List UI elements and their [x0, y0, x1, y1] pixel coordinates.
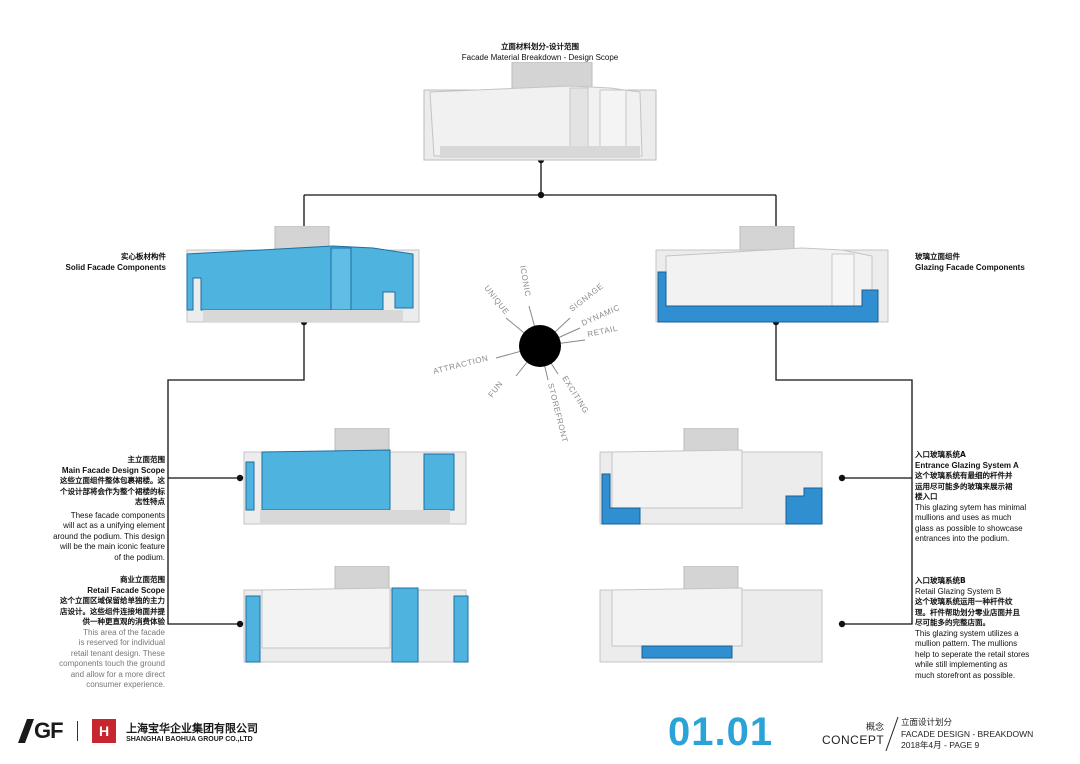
main-facade-desc-en-3: around the podium. This design — [53, 531, 165, 541]
date-page: 2018年4月 - PAGE 9 — [901, 740, 980, 750]
entrance-caption: 入口玻璃系统A Entrance Glazing System A 这个玻璃系统… — [915, 450, 1065, 545]
top-title-en: Facade Material Breakdown - Design Scope — [461, 52, 619, 62]
main-facade-desc-en-1: These facade components — [70, 510, 165, 520]
entrance-desc-en-4: entrances into the podium. — [915, 534, 1010, 543]
solid-title-en: Solid Facade Components — [65, 262, 166, 272]
gf-slash-icon — [18, 719, 34, 743]
retail-facade-desc-zh-3: 供一种更直观的消费体验 — [82, 617, 166, 626]
retail-facade-caption: 商业立面范围 Retail Facade Scope 这个立面区域保留给单独的主… — [22, 575, 165, 691]
retail-facade-desc-en-4: components touch the ground — [59, 659, 165, 668]
entrance-title-zh: 入口玻璃系统A — [915, 450, 966, 459]
concept-word: RETAIL — [587, 324, 619, 339]
section-label-zh: 立面设计划分 — [901, 718, 953, 728]
main-facade-title-zh: 主立面范围 — [127, 455, 166, 464]
entrance-title-en: Entrance Glazing System A — [915, 460, 1019, 470]
concept-word: SIGNAGE — [568, 281, 606, 313]
building-retail-facade — [243, 566, 469, 663]
entrance-desc-en-2: mullions and uses as much — [915, 513, 1012, 522]
retail-glazing-desc-en-2: mullion pattern. The mullions — [915, 639, 1018, 648]
retail-facade-desc-en-3: retail tenant design. These — [70, 648, 165, 658]
retail-glazing-desc-en-5: much storefront as possible. — [915, 670, 1016, 680]
concept-wheel: ICONIC UNIQUE SIGNAGE DYNAMIC RETAIL ATT… — [432, 265, 621, 444]
concept-hub — [519, 325, 561, 367]
building-main-facade — [243, 428, 467, 525]
retail-facade-desc-en-1: This area of the facade — [83, 627, 165, 637]
main-facade-desc-en-2: will act as a unifying element — [63, 521, 165, 530]
concept-label: 概念 CONCEPT — [822, 720, 884, 747]
solid-caption: 实心板材构件 Solid Facade Components — [24, 252, 166, 273]
main-facade-desc-en-5: of the podium. — [114, 552, 165, 562]
top-title-zh: 立面材料划分-设计范围 — [500, 42, 580, 51]
concept-word: FUN — [486, 379, 504, 399]
entrance-desc-zh-2: 运用尽可能多的玻璃来展示裙 — [915, 481, 1013, 491]
gf-logo: GF — [18, 718, 64, 744]
entrance-desc-zh-1: 这个玻璃系统有最细的杆件并 — [915, 471, 1013, 480]
baohua-name: 上海宝华企业集团有限公司 SHANGHAI BAOHUA GROUP CO.,L… — [126, 720, 258, 743]
retail-glazing-desc-en-3: help to seperate the retail stores — [915, 649, 1030, 659]
baohua-logo-mark: H — [92, 719, 117, 743]
concept-word: EXCITING — [560, 374, 590, 415]
retail-glazing-caption: 入口玻璃系统B Retail Glazing System B 这个玻璃系统运用… — [915, 576, 1070, 681]
concept-word: STOREFRONT — [546, 382, 569, 443]
retail-glazing-desc-zh-3: 尽可能多的完整店面。 — [915, 618, 990, 627]
baohua-name-en: SHANGHAI BAOHUA GROUP CO.,LTD — [126, 735, 253, 743]
main-facade-desc-zh-3: 志性特点 — [135, 497, 165, 506]
footer-slash-divider — [885, 716, 899, 752]
concept-label-zh: 概念 — [865, 723, 884, 733]
page-number: 01.01 — [668, 710, 774, 754]
entrance-desc-en-3: glass as possible to showcase — [915, 523, 1023, 533]
top-caption: 立面材料划分-设计范围 Facade Material Breakdown - … — [440, 42, 640, 63]
entrance-desc-zh-3: 楼入口 — [915, 492, 938, 501]
main-facade-caption: 主立面范围 Main Facade Design Scope 这些立面组件整体包… — [22, 455, 165, 563]
section-label-en: FACADE DESIGN - BREAKDOWN — [901, 729, 1034, 739]
building-entrance-glazing — [599, 428, 823, 525]
main-facade-desc-zh-1: 这些立面组件整体包裹裙楼。这 — [60, 476, 165, 485]
baohua-name-zh: 上海宝华企业集团有限公司 — [126, 721, 259, 735]
retail-glazing-desc-en-4: while still implementing as — [915, 660, 1008, 669]
retail-facade-title-zh: 商业立面范围 — [120, 575, 165, 584]
concept-word: ICONIC — [518, 265, 532, 298]
main-facade-title-en: Main Facade Design Scope — [61, 465, 165, 475]
glazing-caption: 玻璃立面组件 Glazing Facade Components — [915, 252, 1065, 273]
footer-logos: GF H 上海宝华企业集团有限公司 SHANGHAI BAOHUA GROUP … — [18, 718, 258, 744]
retail-facade-desc-zh-2: 店设计。这些组件连接地面并提 — [60, 606, 165, 616]
building-overview — [423, 62, 657, 161]
retail-facade-desc-zh-1: 这个立面区域保留给单独的主力 — [60, 596, 165, 605]
retail-glazing-desc-zh-1: 这个玻璃系统运用一种杆件纹 — [915, 597, 1013, 606]
concept-label-en: CONCEPT — [822, 733, 885, 747]
logo-divider — [76, 721, 79, 741]
gf-logo-text: GF — [34, 718, 64, 743]
section-label: 立面设计划分 FACADE DESIGN - BREAKDOWN 2018年4月… — [901, 718, 1076, 751]
retail-glazing-title-zh: 入口玻璃系统B — [915, 576, 966, 585]
retail-glazing-desc-zh-2: 理。杆件帮助划分零业店面并且 — [915, 607, 1020, 617]
concept-word: ATTRACTION — [432, 354, 489, 376]
solid-title-zh: 实心板材构件 — [121, 252, 166, 261]
retail-facade-desc-en-5: and allow for a more direct — [70, 669, 165, 679]
main-facade-desc-zh-2: 个设计部将会作为整个裙楼的标 — [60, 486, 165, 496]
retail-facade-desc-en-2: is reserved for individual — [78, 638, 165, 647]
concept-word: UNIQUE — [482, 284, 510, 317]
retail-glazing-title-en: Retail Glazing System B — [915, 586, 1002, 596]
retail-glazing-desc-en-1: This glazing system utilizes a — [915, 628, 1019, 638]
building-glazing-components — [655, 226, 889, 323]
retail-facade-desc-en-6: consumer experience. — [86, 680, 165, 689]
main-facade-desc-en-4: will be the main iconic feature — [60, 542, 165, 551]
entrance-desc-en-1: This glazing sytem has minimal — [915, 502, 1027, 512]
building-solid-components — [186, 226, 420, 323]
glazing-title-zh: 玻璃立面组件 — [915, 252, 960, 261]
glazing-title-en: Glazing Facade Components — [915, 262, 1025, 272]
building-retail-glazing — [599, 566, 823, 663]
retail-facade-title-en: Retail Facade Scope — [87, 585, 165, 595]
